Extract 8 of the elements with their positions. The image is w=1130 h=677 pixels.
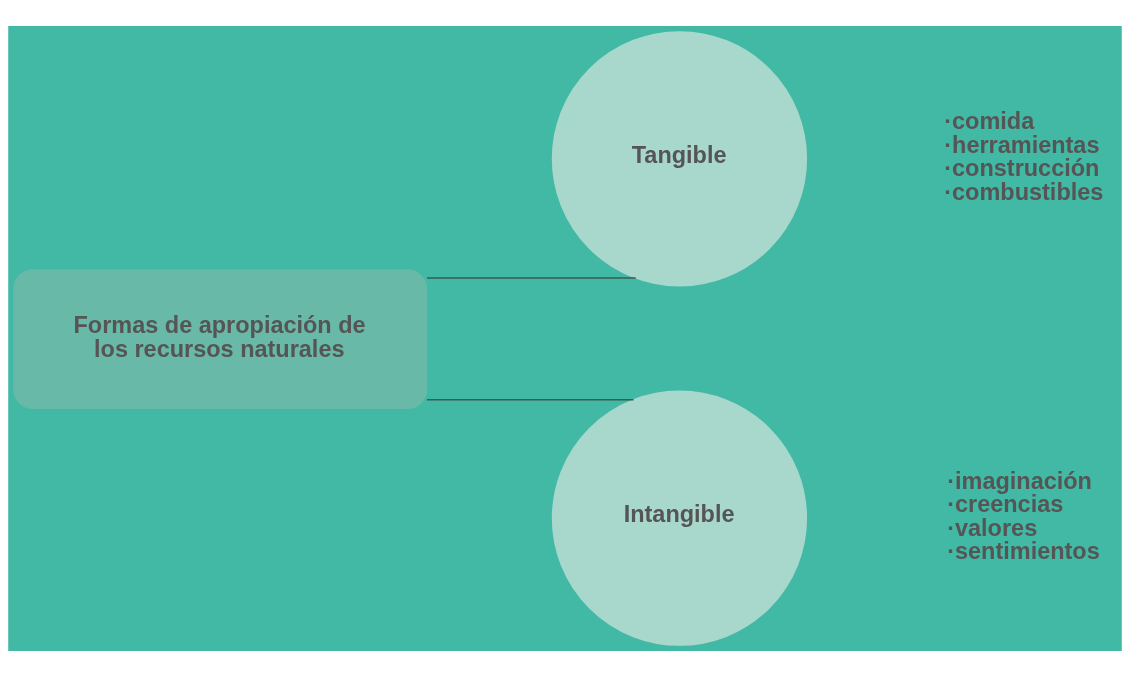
connector <box>426 399 635 401</box>
node-label: ·valores <box>947 514 1038 541</box>
node-circle: Tangible <box>551 31 808 287</box>
connector <box>426 277 637 279</box>
node-circle: Intangible <box>551 390 808 646</box>
node-label: ·imaginación <box>947 467 1092 494</box>
node-label: ·sentimientos <box>947 538 1100 565</box>
node-box: Formas de apropiación de los recursos naturales <box>13 269 428 409</box>
